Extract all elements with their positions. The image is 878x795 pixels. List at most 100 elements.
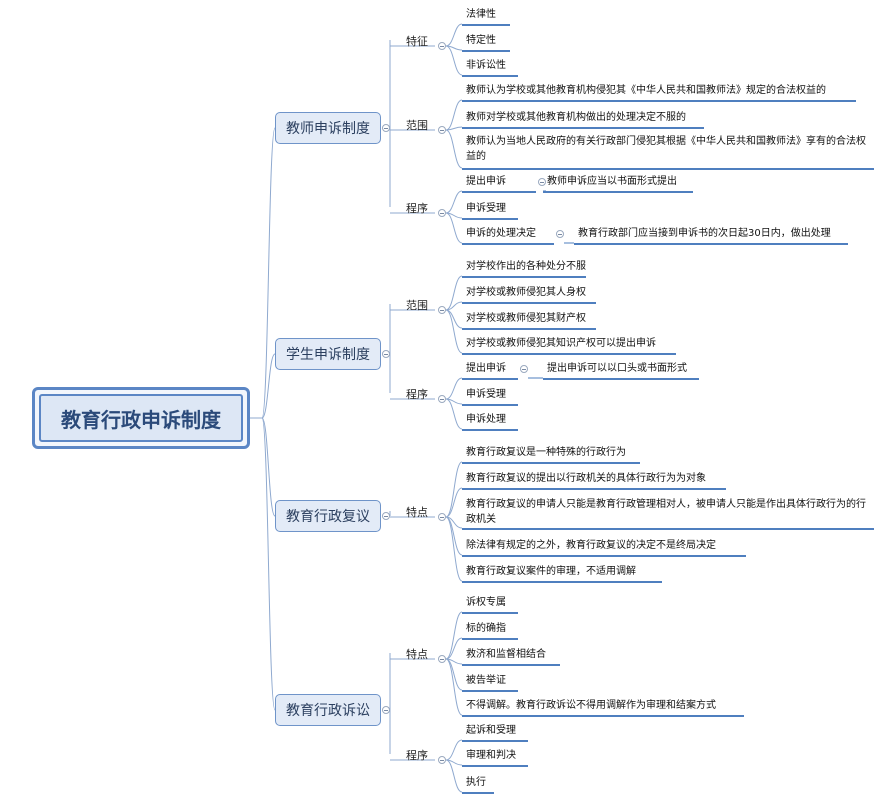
leaf-underline	[462, 581, 662, 583]
leaf-underline	[462, 765, 528, 767]
leaf-text[interactable]: 非诉讼性	[466, 60, 506, 71]
leaf-text[interactable]: 被告举证	[466, 675, 506, 686]
leaf-text[interactable]: 教师认为学校或其他教育机构侵犯其《中华人民共和国教师法》规定的合法权益的	[466, 85, 826, 96]
detail-text[interactable]: 教育行政部门应当接到申诉书的次日起30日内，做出处理	[578, 228, 831, 239]
leaf-text[interactable]: 除法律有规定的之外，教育行政复议的决定不是终局决定	[466, 540, 716, 551]
leaf-text[interactable]: 提出申诉	[466, 363, 506, 374]
leaf-underline	[462, 100, 856, 102]
group-label: 特点	[406, 648, 428, 661]
group-label: 特点	[406, 506, 428, 519]
leaf-text[interactable]: 起诉和受理	[466, 725, 516, 736]
collapse-toggle-icon[interactable]	[438, 42, 446, 50]
detail-underline	[543, 191, 693, 193]
leaf-underline	[462, 191, 536, 193]
leaf-connector	[445, 461, 463, 518]
detail-underline	[574, 243, 848, 245]
leaf-text[interactable]: 标的确指	[466, 623, 506, 634]
collapse-toggle-icon[interactable]	[438, 395, 446, 403]
root-title: 教育行政申诉制度	[39, 394, 243, 442]
collapse-toggle-icon[interactable]	[382, 706, 390, 714]
leaf-underline	[462, 50, 510, 52]
root-node[interactable]: 教育行政申诉制度	[32, 387, 250, 449]
leaf-connector	[445, 398, 463, 430]
leaf-text[interactable]: 不得调解。教育行政诉讼不得用调解作为审理和结案方式	[466, 700, 716, 711]
leaf-underline	[462, 243, 554, 245]
leaf-underline	[462, 378, 518, 380]
branch-node[interactable]: 教师申诉制度	[275, 112, 381, 144]
collapse-toggle-icon[interactable]	[382, 124, 390, 132]
detail-text[interactable]: 提出申诉可以以口头或书面形式	[547, 363, 687, 374]
collapse-toggle-icon[interactable]	[438, 655, 446, 663]
leaf-underline	[462, 555, 746, 557]
branch-node[interactable]: 教育行政复议	[275, 500, 381, 532]
leaf-text[interactable]: 教师认为当地人民政府的有关行政部门侵犯其根据《中华人民共和国教师法》享有的合法权…	[466, 136, 866, 162]
leaf-underline	[462, 127, 704, 129]
leaf-connector	[445, 637, 463, 660]
detail-text[interactable]: 教师申诉应当以书面形式提出	[547, 176, 677, 187]
leaf-text[interactable]: 救济和监督相结合	[466, 649, 546, 660]
collapse-toggle-icon[interactable]	[438, 756, 446, 764]
group-label: 程序	[406, 388, 428, 401]
leaf-underline	[462, 612, 518, 614]
leaf-text[interactable]: 申诉受理	[466, 203, 506, 214]
leaf-underline	[462, 276, 586, 278]
leaf-text[interactable]: 提出申诉	[466, 176, 506, 187]
leaf-text[interactable]: 执行	[466, 777, 486, 788]
leaf-connector	[445, 611, 463, 660]
detail-underline	[543, 378, 699, 380]
leaf-text[interactable]: 对学校或教师侵犯其财产权	[466, 313, 586, 324]
leaf-connector	[445, 739, 463, 761]
leaf-text[interactable]: 对学校或教师侵犯其人身权	[466, 287, 586, 298]
group-label: 特征	[406, 35, 428, 48]
leaf-text[interactable]: 教师对学校或其他教育机构做出的处理决定不服的	[466, 112, 686, 123]
leaf-connector	[445, 516, 463, 582]
collapse-toggle-icon[interactable]	[538, 178, 546, 186]
leaf-connector	[445, 23, 463, 47]
leaf-text[interactable]: 教育行政复议的提出以行政机关的具体行政行为为对象	[466, 473, 706, 484]
collapse-toggle-icon[interactable]	[520, 365, 528, 373]
collapse-toggle-icon[interactable]	[438, 209, 446, 217]
leaf-underline	[462, 664, 560, 666]
branch-connector	[261, 417, 276, 517]
collapse-toggle-icon[interactable]	[438, 513, 446, 521]
group-label: 程序	[406, 202, 428, 215]
leaf-connector	[445, 759, 463, 793]
branch-node[interactable]: 学生申诉制度	[275, 338, 381, 370]
leaf-connector	[445, 212, 463, 244]
leaf-underline	[462, 429, 518, 431]
leaf-connector	[445, 99, 463, 131]
leaf-text[interactable]: 教育行政复议案件的审理，不适用调解	[466, 566, 636, 577]
leaf-text[interactable]: 申诉受理	[466, 389, 506, 400]
leaf-underline	[462, 740, 528, 742]
group-label: 范围	[406, 119, 428, 132]
leaf-underline	[462, 690, 518, 692]
collapse-toggle-icon[interactable]	[556, 230, 564, 238]
leaf-connector	[445, 126, 463, 131]
leaf-underline	[462, 302, 596, 304]
leaf-underline	[462, 715, 744, 717]
leaf-text[interactable]: 教育行政复议的申请人只能是教育行政管理相对人，被申请人只能是作出具体行政行为的行…	[466, 499, 866, 525]
leaf-text[interactable]: 教育行政复议是一种特殊的行政行为	[466, 447, 626, 458]
leaf-text[interactable]: 审理和判决	[466, 750, 516, 761]
collapse-toggle-icon[interactable]	[382, 512, 390, 520]
collapse-toggle-icon[interactable]	[382, 350, 390, 358]
leaf-connector	[445, 301, 463, 311]
group-label: 程序	[406, 749, 428, 762]
leaf-text[interactable]: 法律性	[466, 9, 496, 20]
collapse-toggle-icon[interactable]	[438, 306, 446, 314]
leaf-connector	[445, 487, 463, 518]
leaf-text[interactable]: 特定性	[466, 35, 496, 46]
leaf-text[interactable]: 诉权专属	[466, 597, 506, 608]
leaf-text[interactable]: 对学校或教师侵犯其知识产权可以提出申诉	[466, 338, 656, 349]
leaf-underline	[462, 328, 596, 330]
leaf-text[interactable]: 申诉处理	[466, 414, 506, 425]
leaf-connector	[445, 275, 463, 311]
leaf-text[interactable]: 对学校作出的各种处分不服	[466, 261, 586, 272]
branch-node[interactable]: 教育行政诉讼	[275, 694, 381, 726]
leaf-text[interactable]: 申诉的处理决定	[466, 228, 536, 239]
leaf-underline	[462, 75, 518, 77]
leaf-underline	[462, 24, 510, 26]
collapse-toggle-icon[interactable]	[438, 126, 446, 134]
leaf-underline	[462, 488, 726, 490]
